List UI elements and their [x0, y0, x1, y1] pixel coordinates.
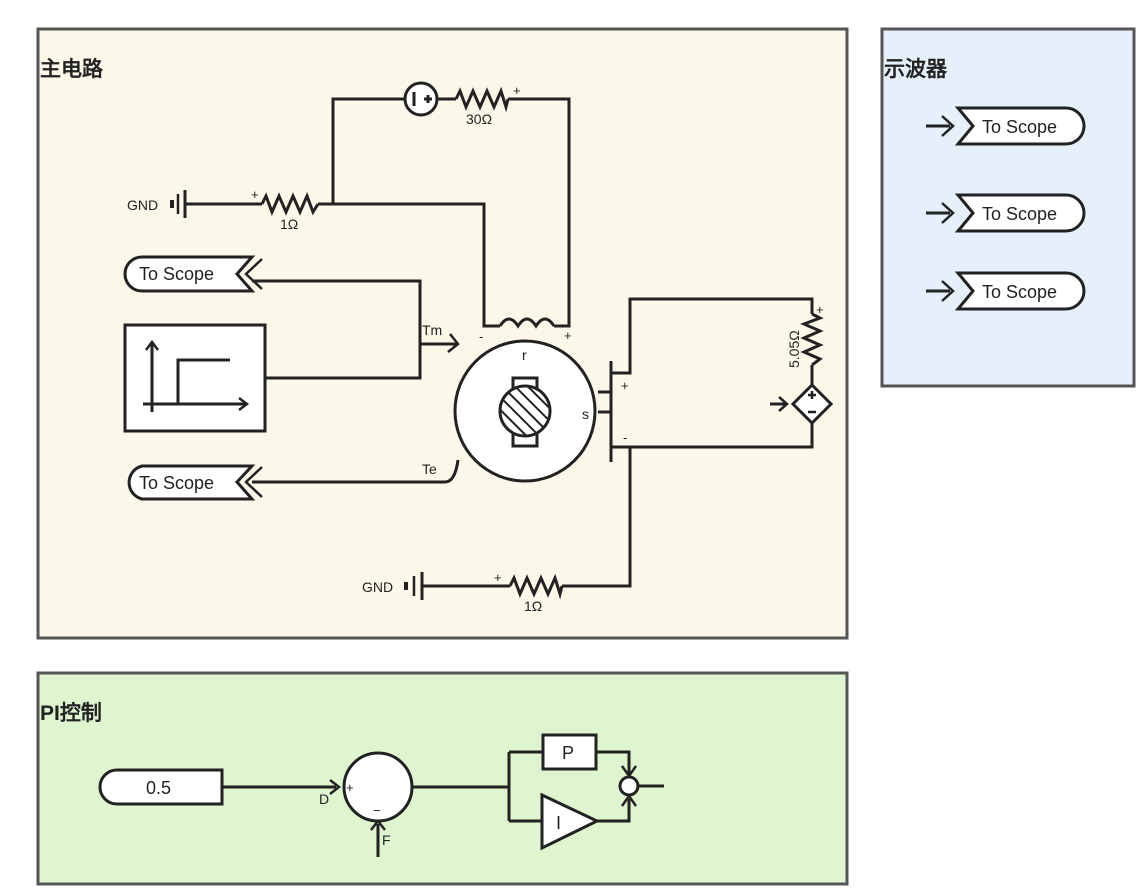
field-plus: +: [564, 328, 572, 343]
port-tm-label: Tm: [422, 322, 442, 338]
from-tag-1[interactable]: To Scope: [926, 106, 1086, 146]
goto-tag-tm[interactable]: To Scope: [123, 255, 263, 293]
wire-i-to-adder[interactable]: [597, 799, 631, 823]
resistor-30ohm[interactable]: + 30Ω: [454, 83, 521, 127]
armature-plus: +: [621, 378, 629, 393]
r5-plus: +: [816, 302, 824, 317]
ground-top-label: GND: [127, 197, 158, 213]
port-f-label: F: [382, 832, 391, 848]
ground-top[interactable]: GND: [127, 190, 187, 218]
wire-te-to-scope-tag[interactable]: [252, 459, 460, 484]
port-te-label: Te: [422, 461, 437, 477]
wire-to-dc-source[interactable]: [331, 97, 405, 204]
pi-wires: [222, 750, 664, 857]
port-d-label: D: [319, 791, 329, 807]
from-tag-2[interactable]: To Scope: [926, 193, 1086, 233]
r30-plus: +: [513, 83, 521, 98]
scope-title: 示波器: [884, 57, 948, 81]
field-minus: -: [479, 329, 483, 344]
goto-tag-te[interactable]: To Scope: [127, 464, 263, 501]
from-tag-2-label: To Scope: [982, 204, 1057, 224]
wire-r1-to-field-minus[interactable]: [318, 202, 500, 328]
dc-machine[interactable]: Tm Te r s + -: [422, 322, 629, 483]
port-r-label: r: [522, 347, 527, 363]
r1-bottom-plus: +: [494, 570, 502, 585]
constant-block[interactable]: 0.5: [98, 768, 224, 806]
from-tag-1-label: To Scope: [982, 117, 1057, 137]
wire-p-to-adder[interactable]: [596, 750, 631, 774]
resistor-5-05ohm[interactable]: + 5.05Ω: [786, 302, 824, 368]
sum-input-arrow-d: [329, 779, 342, 795]
armature-minus: -: [623, 430, 627, 445]
step-block[interactable]: [123, 323, 267, 433]
field-winding[interactable]: - +: [479, 317, 572, 344]
wire-armature-to-5r[interactable]: [612, 297, 814, 375]
main-wires: [185, 97, 814, 588]
r1-top-plus: +: [251, 187, 259, 202]
main-circuit-title: 主电路: [40, 57, 104, 81]
from-tag-3-label: To Scope: [982, 282, 1057, 302]
tag-te-label: To Scope: [139, 473, 214, 493]
dc-voltage-source[interactable]: [403, 81, 439, 117]
p-gain-block[interactable]: P: [541, 733, 598, 771]
integrator-label: I: [556, 813, 561, 833]
output-adder[interactable]: [618, 765, 640, 807]
constant-value: 0.5: [146, 778, 171, 798]
sum-block[interactable]: + − D F: [319, 751, 414, 848]
resistor-1ohm-bottom[interactable]: + 1Ω: [494, 570, 564, 614]
wire-armature-to-r-bottom[interactable]: [562, 447, 632, 588]
pi-control-title: PI控制: [40, 701, 102, 725]
from-tag-3[interactable]: To Scope: [926, 271, 1086, 311]
r1-bottom-label: 1Ω: [524, 598, 542, 614]
ground-bottom-label: GND: [362, 579, 393, 595]
sum-minus: −: [373, 803, 381, 818]
r5-label: 5.05Ω: [786, 330, 802, 368]
r1-top-label: 1Ω: [280, 216, 298, 232]
wire-step-to-tm-tag[interactable]: [252, 279, 422, 380]
wire-dep-source-to-armature[interactable]: [612, 423, 814, 449]
p-gain-label: P: [562, 743, 574, 763]
sum-plus: +: [346, 780, 354, 795]
integrator-block[interactable]: I: [540, 792, 601, 851]
controlled-voltage-source[interactable]: [770, 382, 834, 426]
tag-tm-label: To Scope: [139, 264, 214, 284]
wire-r30-to-field-plus[interactable]: [508, 97, 571, 328]
ground-bottom[interactable]: GND: [362, 572, 424, 600]
port-s-label: s: [582, 406, 589, 422]
resistor-1ohm-top[interactable]: + 1Ω: [251, 187, 320, 232]
r30-label: 30Ω: [466, 111, 492, 127]
